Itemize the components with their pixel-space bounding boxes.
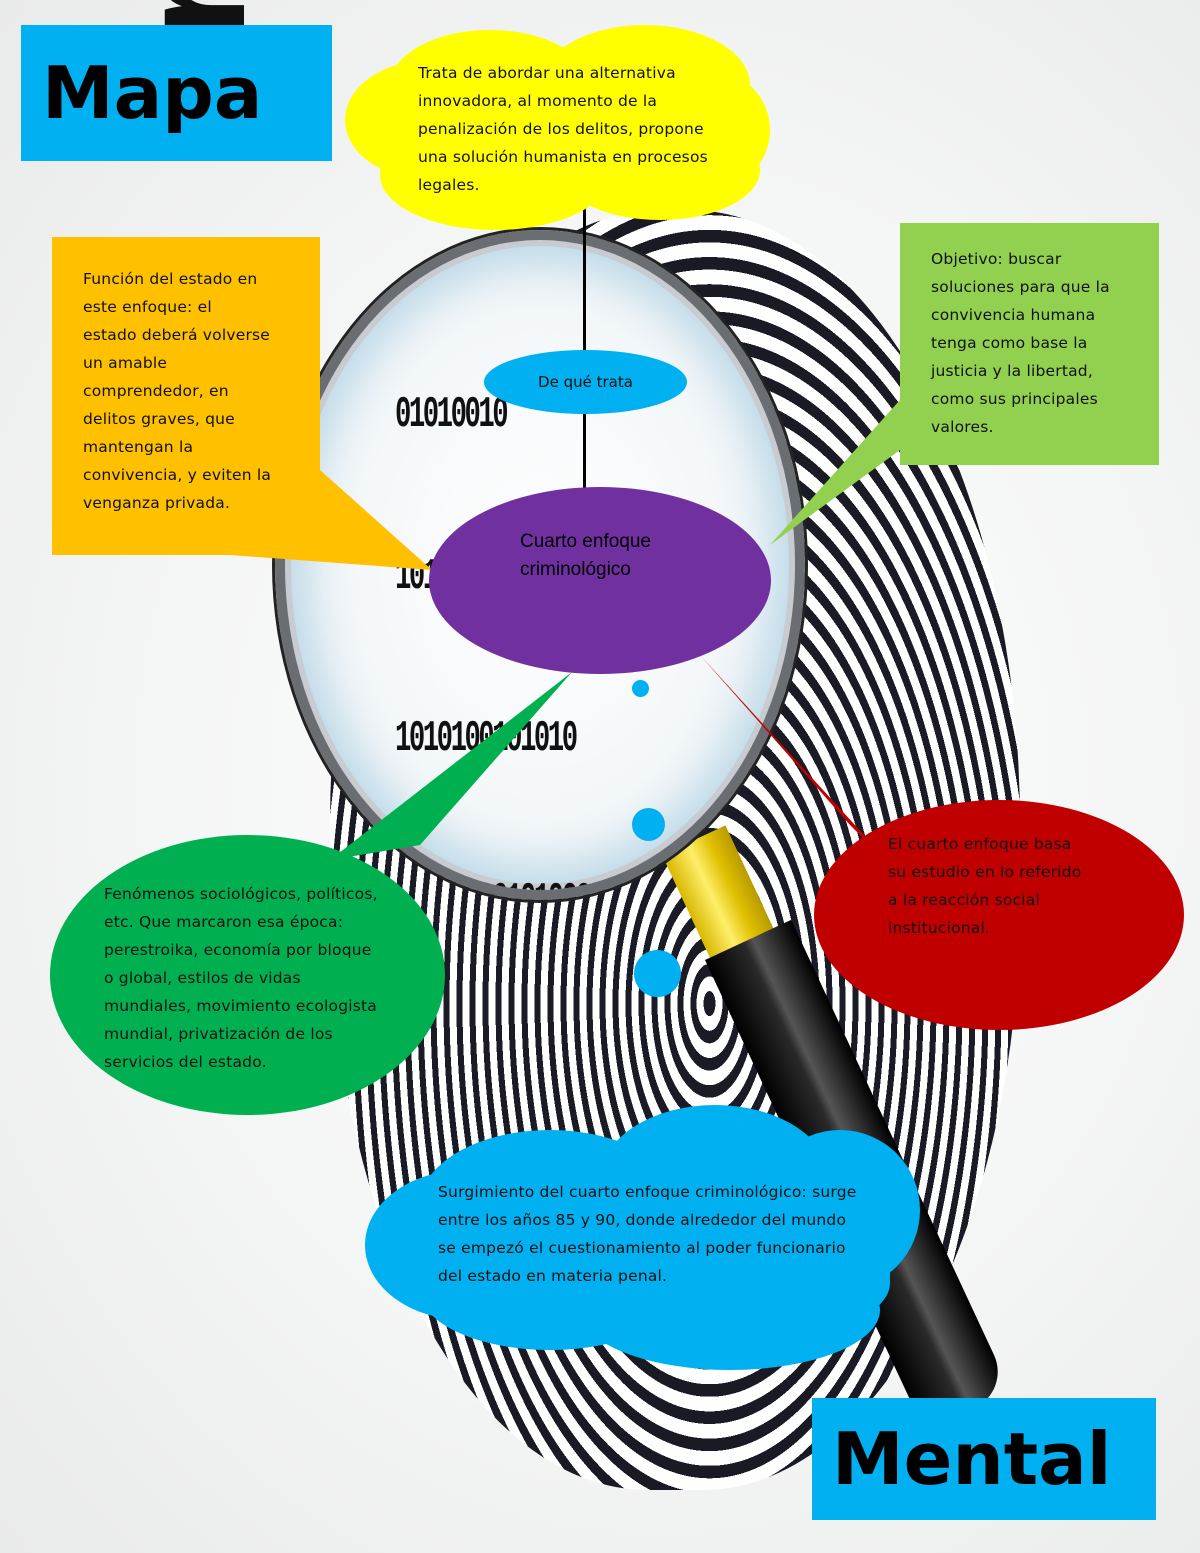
binary-row: 010100001010001: [395, 874, 655, 890]
binary-row: 01010010: [395, 390, 509, 440]
yellow-bubble-line: Trata de abordar una alternativa: [418, 64, 676, 82]
central-node: [429, 487, 771, 674]
green-box-line: tenga como base la: [931, 334, 1088, 352]
yellow-bubble-line: una solución humanista en procesos: [418, 148, 708, 166]
green-oval-callout: [50, 835, 445, 1115]
thought-dot-medium: [632, 808, 665, 841]
sub-node-de-que-trata: De qué trata: [484, 350, 687, 414]
binary-row: 1010100101010: [395, 714, 578, 764]
orange-bubble-line: venganza privada.: [83, 494, 231, 512]
green-box-line: valores.: [931, 418, 994, 436]
red-oval-line: a la reacción social: [888, 891, 1040, 909]
sub-node-label: De qué trata: [538, 373, 633, 391]
green-box-line: justicia y la libertad,: [931, 362, 1093, 380]
green-oval-line: servicios del estado.: [104, 1053, 267, 1071]
thought-dot-large: [634, 950, 681, 997]
red-oval-text: El cuarto enfoque basa su estudio en lo …: [888, 830, 1128, 942]
blue-cloud-line: del estado en materia penal.: [438, 1267, 668, 1285]
central-node-line: Cuarto enfoque: [520, 531, 651, 552]
green-callout-box: [900, 223, 1159, 465]
red-oval-line: su estudio en lo referido: [888, 863, 1082, 881]
green-callout-text: Objetivo: buscar soluciones para que la …: [931, 245, 1151, 441]
yellow-bubble-line: penalización de los delitos, propone: [418, 120, 704, 138]
orange-bubble-line: estado deberá volverse: [83, 326, 271, 344]
green-oval-line: mundial, privatización de los: [104, 1025, 333, 1043]
blue-cloud-text: Surgimiento del cuarto enfoque criminoló…: [438, 1178, 918, 1290]
orange-bubble-line: comprendedor, en: [83, 382, 229, 400]
orange-bubble-line: mantengan la: [83, 438, 194, 456]
central-node-line: criminológico: [520, 559, 631, 580]
orange-bubble-line: delitos graves, que: [83, 410, 235, 428]
blue-cloud-line: se empezó el cuestionamiento al poder fu…: [438, 1239, 846, 1257]
blue-cloud-line: Surgimiento del cuarto enfoque criminoló…: [438, 1183, 857, 1201]
red-oval-line: institucional.: [888, 919, 991, 937]
orange-bubble-line: convivencia, y eviten la: [83, 466, 272, 484]
title-mental-text: Mental: [832, 1417, 1112, 1501]
yellow-bubble-line: legales.: [418, 176, 480, 194]
central-node-label: Cuarto enfoque criminológico: [520, 528, 651, 584]
green-oval-line: o global, estilos de vidas: [104, 969, 301, 987]
title-mental: Mental: [812, 1398, 1156, 1520]
thought-dot-small: [632, 680, 649, 697]
orange-bubble-line: Función del estado en: [83, 270, 258, 288]
green-oval-line: Fenómenos sociológicos, políticos,: [104, 885, 378, 903]
green-oval-line: mundiales, movimiento ecologista: [104, 997, 378, 1015]
green-oval-text: Fenómenos sociológicos, políticos, etc. …: [104, 880, 424, 1076]
orange-callout-box: [52, 237, 320, 555]
green-box-line: soluciones para que la: [931, 278, 1110, 296]
green-box-line: Objetivo: buscar: [931, 250, 1062, 268]
title-mapa: Mapa: [21, 25, 332, 161]
green-box-line: convivencia humana: [931, 306, 1096, 324]
red-oval-callout: [814, 800, 1184, 1030]
orange-bubble-line: un amable: [83, 354, 168, 372]
yellow-bubble-line: innovadora, al momento de la: [418, 92, 658, 110]
green-oval-line: perestroika, economía por bloque: [104, 941, 372, 959]
blue-cloud-line: entre los años 85 y 90, donde alrededor …: [438, 1211, 847, 1229]
title-mapa-text: Mapa: [42, 51, 263, 135]
green-oval-line: etc. Que marcaron esa época:: [104, 913, 344, 931]
red-oval-line: El cuarto enfoque basa: [888, 835, 1072, 853]
orange-callout-text: Función del estado en este enfoque: el e…: [83, 265, 313, 517]
green-box-line: como sus principales: [931, 390, 1098, 408]
orange-bubble-line: este enfoque: el: [83, 298, 212, 316]
